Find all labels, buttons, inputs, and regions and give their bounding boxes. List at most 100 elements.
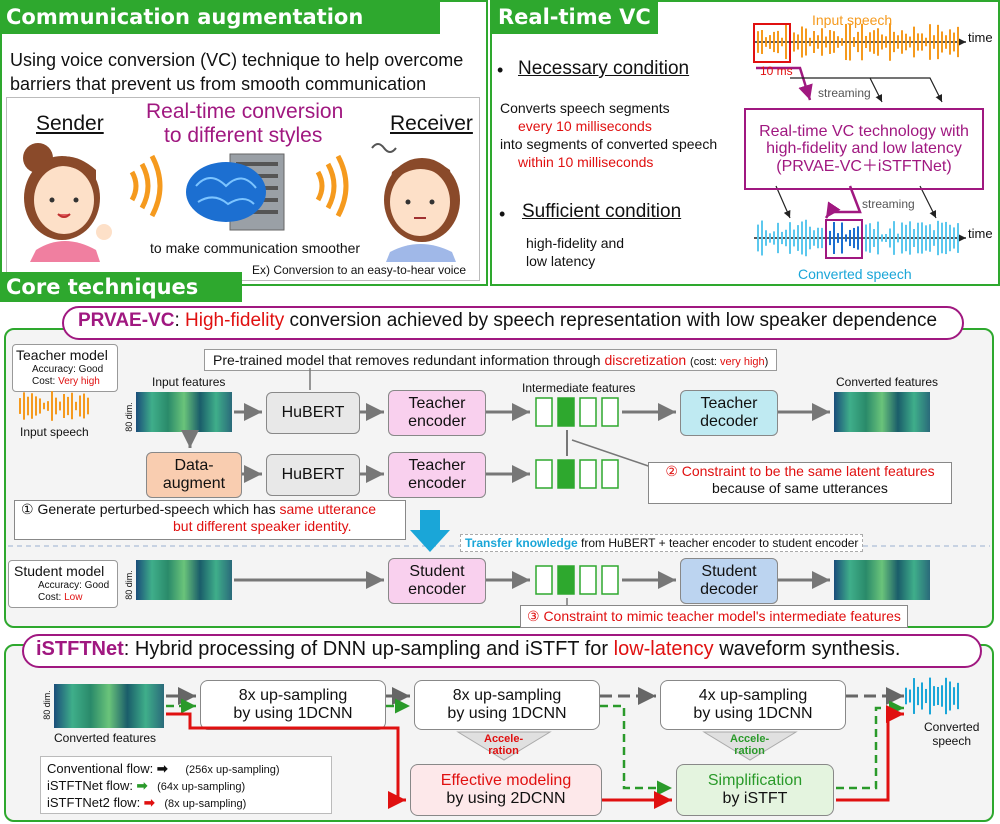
teacher-cost: Cost: Very high [32, 376, 100, 387]
legend-conv-note: (256x up-sampling) [185, 764, 280, 776]
input-waveform-icon [757, 23, 959, 61]
prvae-colon: : [174, 310, 180, 331]
rt-tech-line1: Real-time VC technology with [759, 122, 969, 140]
pretrained-note: Pre-trained model that removes redundant… [204, 349, 778, 371]
transfer-rest: from HuBERT + teacher encoder to student… [581, 536, 859, 550]
prvae-title: PRVAE-VC: High-fidelity conversion achie… [78, 310, 937, 332]
flow-legend: Conventional flow: ➡ (256x up-sampling) … [40, 756, 332, 814]
student-output-spectrogram [834, 560, 930, 600]
teacher-encoder-2b: encoder [408, 475, 466, 492]
istft-connectors [166, 677, 959, 809]
legend-istft-label: iSTFTNet flow: [47, 778, 133, 793]
rtvc-header: Real-time VC [490, 0, 658, 34]
conv-speech-a: Converted [924, 720, 980, 734]
legend-conv-label: Conventional flow: [47, 761, 154, 776]
constraint1-red-b: but different speaker identity. [173, 518, 352, 534]
sender-label: Sender [36, 112, 104, 135]
green-arrow-icon: ➡ [136, 778, 148, 793]
up1-a: 8x up-sampling [238, 687, 348, 705]
teacher-encoder-1b: encoder [408, 413, 466, 430]
constraint2-box: ② Constraint to be the same latent featu… [648, 462, 952, 504]
realtime-conversion-line1: Real-time conversion [146, 100, 344, 123]
nec-line2: every 10 milliseconds [518, 118, 652, 134]
data-augment-box: Data-augment [146, 452, 242, 498]
effective-a: Effective modeling [440, 772, 572, 790]
red-arrow-icon: ➡ [143, 795, 155, 810]
sender-person-icon [23, 143, 112, 262]
accel-right-b: ration [734, 745, 765, 757]
teacher-accuracy: Accuracy: Good [32, 364, 104, 375]
converted-speech-waveform-icon [905, 677, 959, 715]
legend-istft2-note: (8x up-sampling) [164, 798, 247, 810]
student-cost-value: Low [64, 592, 83, 603]
constraint3-box: ③ Constraint to mimic teacher model's in… [520, 605, 908, 628]
time-label-top: time [968, 30, 993, 45]
ms-label: 10 ms [760, 64, 793, 78]
comm-desc-line1: Using voice conversion (VC) technique to… [10, 50, 464, 70]
hubert-box-1: HuBERT [266, 392, 360, 434]
istft-title-b: waveform synthesis. [719, 638, 901, 660]
teacher-cost-label: Cost: [32, 376, 56, 387]
istft-title-pill [22, 634, 982, 668]
comm-smoother-text: to make communication smoother [150, 240, 361, 256]
up3-a: 4x up-sampling [698, 687, 808, 705]
simpl-a: Simplification [707, 772, 803, 790]
comm-illustration [23, 143, 460, 262]
istft-title-a: Hybrid processing of DNN up-sampling and… [134, 638, 609, 660]
transfer-arrow-icon [410, 510, 450, 552]
legend-istft2-label: iSTFTNet2 flow: [47, 795, 141, 810]
rtvc-streaming-graphic [753, 23, 966, 259]
accel-left-a: Accele- [484, 733, 524, 745]
necessary-bullet: • [497, 60, 504, 80]
suf-line2: low latency [526, 253, 596, 269]
transfer-cyan: Transfer knowledge [465, 536, 578, 550]
student-encoder-a: Student [409, 563, 465, 581]
accel-right: Accele-ration [730, 733, 769, 757]
pretrained-cost-a: (cost: [690, 356, 717, 368]
student-cost-label: Cost: [38, 592, 62, 603]
sufficient-condition: Sufficient condition [522, 201, 682, 222]
istft-name: iSTFTNet [36, 638, 124, 660]
hubert-box-2: HuBERT [266, 454, 360, 496]
nec-line3: into segments of converted speech [500, 136, 718, 152]
teacher-encoder-1a: Teacher [408, 395, 466, 413]
realtime-conversion-line2: to different styles [164, 124, 323, 147]
legend-row-istftnet2: iSTFTNet2 flow: ➡ (8x up-sampling) [47, 795, 246, 811]
istft-title: iSTFTNet: Hybrid processing of DNN up-sa… [36, 638, 900, 661]
student-input-spectrogram [136, 560, 232, 600]
data-augment-a: Data- [174, 457, 214, 475]
necessary-condition: Necessary condition [518, 58, 690, 79]
suf-line1: high-fidelity and [526, 235, 625, 251]
rt-technology-box: Real-time VC technology with high-fideli… [744, 108, 984, 190]
streaming-top: streaming [818, 86, 871, 100]
time-label-bottom: time [968, 226, 993, 241]
comm-example-text: Ex) Conversion to an easy-to-hear voice [252, 263, 467, 277]
streaming-bottom: streaming [862, 197, 915, 211]
comm-illustration-frame [6, 97, 480, 281]
accel-right-a: Accele- [730, 733, 770, 745]
istft-input-spectrogram [54, 684, 164, 728]
input-waveform-core-icon [19, 391, 89, 421]
conv-speech-b: speech [932, 734, 972, 748]
pretrained-cost-b: ) [764, 356, 769, 368]
istft-colon: : [123, 638, 130, 660]
black-arrow-icon: ➡ [156, 761, 168, 776]
constraint1-a: ① Generate perturbed-speech which has [21, 501, 276, 517]
pretrained-cost-red: very high [720, 356, 765, 368]
sufficient-bullet: • [499, 204, 506, 224]
receiver-person-icon [371, 143, 460, 262]
student-decoder-a: Student [701, 563, 757, 581]
up2-b: by using 1DCNN [447, 705, 567, 722]
prvae-red: High-fidelity [185, 310, 285, 331]
student-accuracy: Accuracy: Good [38, 580, 110, 591]
nec-line1: Converts speech segments [500, 100, 670, 116]
receiver-label: Receiver [390, 112, 473, 135]
input-features-label: Input features [152, 375, 226, 389]
intermediate-blocks [535, 397, 619, 595]
teacher-decoder-a: Teacher [700, 395, 758, 413]
teacher-encoder-2a: Teacher [408, 457, 466, 475]
